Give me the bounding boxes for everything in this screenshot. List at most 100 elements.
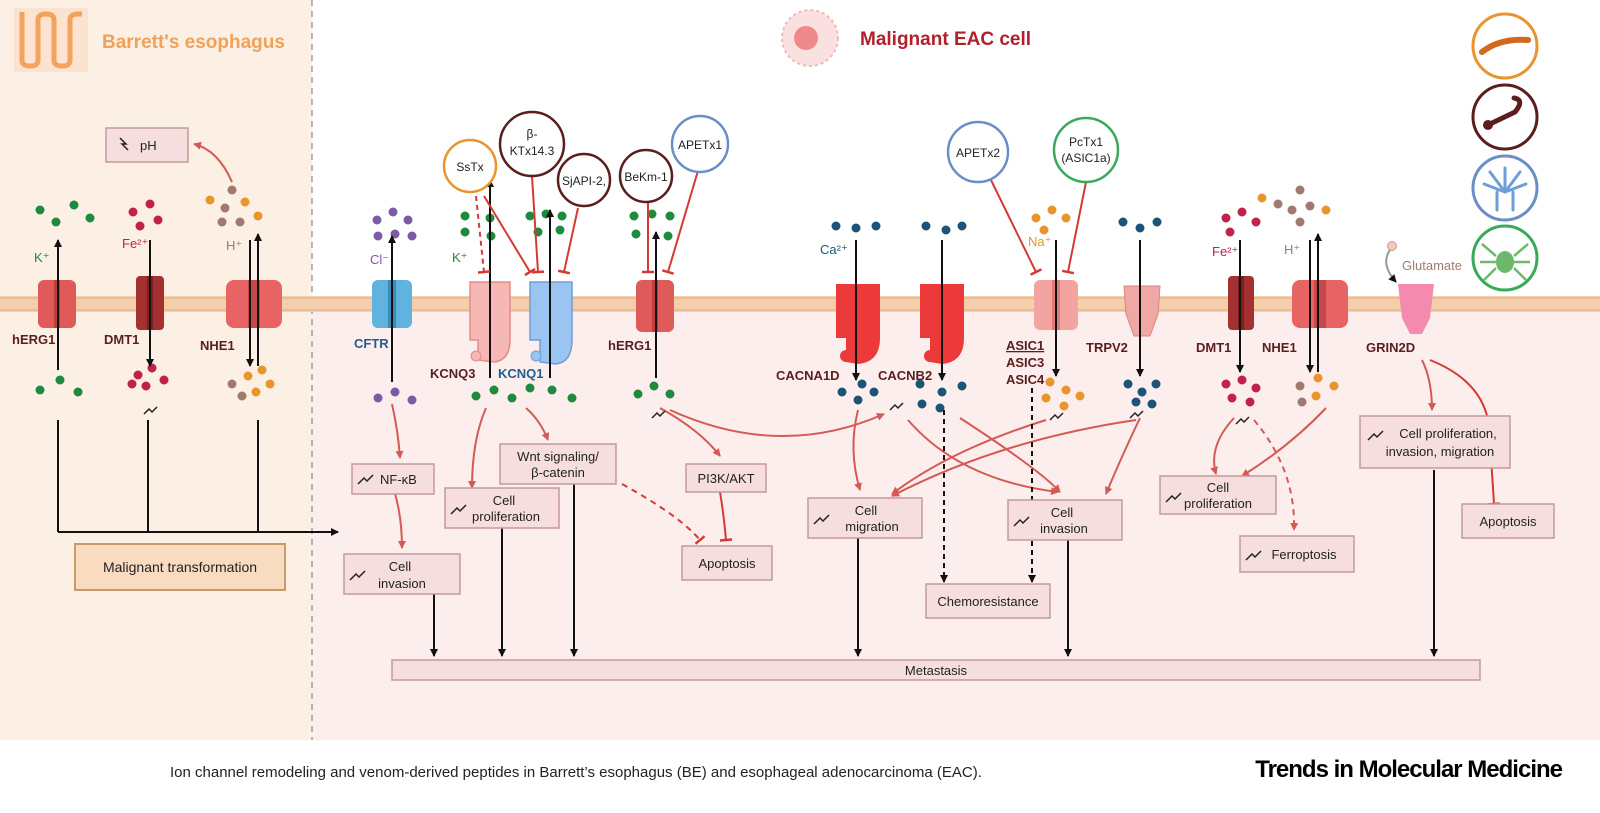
na-label: Na⁺: [1028, 234, 1051, 249]
k-label-mid: K⁺: [452, 250, 468, 265]
wnt-label-2: β-catenin: [531, 465, 585, 480]
sstx-label: SsTx: [456, 160, 483, 174]
journal-logo: Trends in Molecular Medicine: [1255, 756, 1563, 783]
cell-migration-box: Cell migration: [807, 497, 923, 539]
asic3-label: ASIC3: [1006, 355, 1044, 370]
cell-icon: [781, 9, 839, 67]
apop1-label: Apoptosis: [698, 556, 756, 571]
pathway-arrows: [57, 388, 1438, 657]
spider-icon: [1471, 224, 1539, 292]
dmt1-label-left: DMT1: [104, 332, 139, 347]
herg1-label-left: hERG1: [12, 332, 55, 347]
mig-label-1: Cell: [855, 503, 878, 518]
ph-box: pH: [105, 127, 189, 163]
kcnq3-label: KCNQ3: [430, 366, 476, 381]
malignant-transformation-box: Malignant transformation: [74, 543, 286, 591]
proliferation-invasion-migration-box: Cell proliferation, invasion, migration: [1359, 415, 1511, 469]
cell-proliferation-box-2: Cell proliferation: [1159, 475, 1277, 515]
peptide-sjapi: SjAPI-2,: [556, 152, 612, 208]
chloride-ions: [372, 207, 417, 405]
inv1-label-1: Cell: [389, 559, 412, 574]
scorpion-icon: [1471, 83, 1539, 151]
ca-label: Ca²⁺: [820, 242, 848, 257]
peptide-sstx: SsTx: [442, 138, 498, 194]
prolif1-label-2: proliferation: [472, 509, 540, 524]
apoptosis-box-1: Apoptosis: [681, 545, 773, 581]
fe-label-right: Fe²⁺: [1212, 244, 1238, 259]
cacna1d-label: CACNA1D: [776, 368, 840, 383]
esophagus-icon: [14, 8, 88, 72]
dmt1-label-right: DMT1: [1196, 340, 1231, 355]
glutamate-molecule: [1387, 241, 1397, 251]
trpv2-label: TRPV2: [1086, 340, 1128, 355]
peptide-apetx2: APETx2: [946, 120, 1010, 184]
inhibition-lines: [475, 163, 1087, 277]
asic1-label: ASIC1: [1006, 338, 1044, 353]
prolif1-label-1: Cell: [493, 493, 516, 508]
peptide-bekm: BeKm-1: [618, 148, 674, 204]
nhe1-channel-left: [226, 280, 282, 328]
metastasis-label: Metastasis: [905, 663, 968, 678]
glutamate-label: Glutamate: [1402, 258, 1462, 273]
iron-ions-left: [127, 199, 169, 391]
sjapi-label: SjAPI-2,: [562, 174, 606, 188]
apetx1-label: APETx1: [678, 138, 722, 152]
herg1-label-mid: hERG1: [608, 338, 651, 353]
cell-proliferation-box-1: Cell proliferation: [444, 487, 560, 529]
apetx2-label: APETx2: [956, 146, 1000, 160]
pim-label-1: Cell proliferation,: [1399, 426, 1497, 441]
iron-ions-right: [1221, 207, 1261, 407]
peptide-pctx1: PcTx1 (ASIC1a): [1052, 116, 1120, 184]
nhe1-label-left: NHE1: [200, 338, 235, 353]
inv2-label-1: Cell: [1051, 505, 1074, 520]
nfkb-label: NF-κB: [380, 472, 417, 487]
sodium-ions: [1031, 205, 1085, 411]
inv2-label-2: invasion: [1040, 521, 1088, 536]
trpv2-channel: [1123, 285, 1161, 337]
pim-label-2: invasion, migration: [1386, 444, 1494, 459]
inv1-label-2: invasion: [378, 576, 426, 591]
cftr-label: CFTR: [354, 336, 389, 351]
cl-label: Cl⁻: [370, 252, 389, 267]
pctx1-label-2: (ASIC1a): [1061, 151, 1110, 165]
peptide-bktx: β- KTx14.3: [498, 110, 566, 178]
ferroptosis-box: Ferroptosis: [1239, 535, 1355, 573]
potassium-ions-herg: [629, 209, 675, 399]
kcnq1-label: KCNQ1: [498, 366, 544, 381]
mig-label-2: migration: [845, 519, 898, 534]
centipede-icon: [1471, 12, 1539, 80]
cacnb2-label: CACNB2: [878, 368, 932, 383]
trend-up-icons: [143, 402, 1250, 425]
ph-label: pH: [140, 138, 157, 153]
wnt-box: Wnt signaling/ β-catenin: [499, 443, 617, 485]
pi3k-label: PI3K/AKT: [697, 471, 754, 486]
k-label-left: K⁺: [34, 250, 50, 265]
cacna1d-channel: [836, 284, 880, 364]
cell-invasion-box-2: Cell invasion: [1007, 499, 1123, 541]
chemoresistance-box: Chemoresistance: [925, 583, 1051, 619]
ferro-label: Ferroptosis: [1271, 547, 1337, 562]
potassium-ions-left: [35, 200, 95, 397]
bktx-label-2: KTx14.3: [510, 144, 555, 158]
metastasis-box: Metastasis: [391, 659, 1481, 681]
eac-title: Malignant EAC cell: [860, 29, 1031, 50]
chemo-label: Chemoresistance: [937, 594, 1038, 609]
calcium-ions: [831, 217, 1162, 413]
bekm-label: BeKm-1: [624, 170, 668, 184]
h-label-left: H⁺: [226, 238, 242, 253]
prolif2-label-1: Cell: [1207, 480, 1230, 495]
prolif2-label-2: proliferation: [1184, 496, 1252, 511]
sea-anemone-icon: [1471, 154, 1539, 222]
apoptosis-box-2: Apoptosis: [1461, 503, 1555, 539]
fe-label-left: Fe²⁺: [122, 236, 148, 251]
nfkb-box: NF-κB: [351, 463, 435, 495]
grin2d-label: GRIN2D: [1366, 340, 1415, 355]
bktx-label-1: β-: [527, 127, 538, 141]
proton-ions-left: [205, 185, 275, 401]
transport-arrows: [54, 179, 1322, 382]
nhe1-channel-right: [1292, 280, 1348, 328]
signaling-arrows: [193, 141, 1501, 549]
figure-caption: Ion channel remodeling and venom-derived…: [170, 764, 982, 781]
asic4-label: ASIC4: [1006, 372, 1045, 387]
